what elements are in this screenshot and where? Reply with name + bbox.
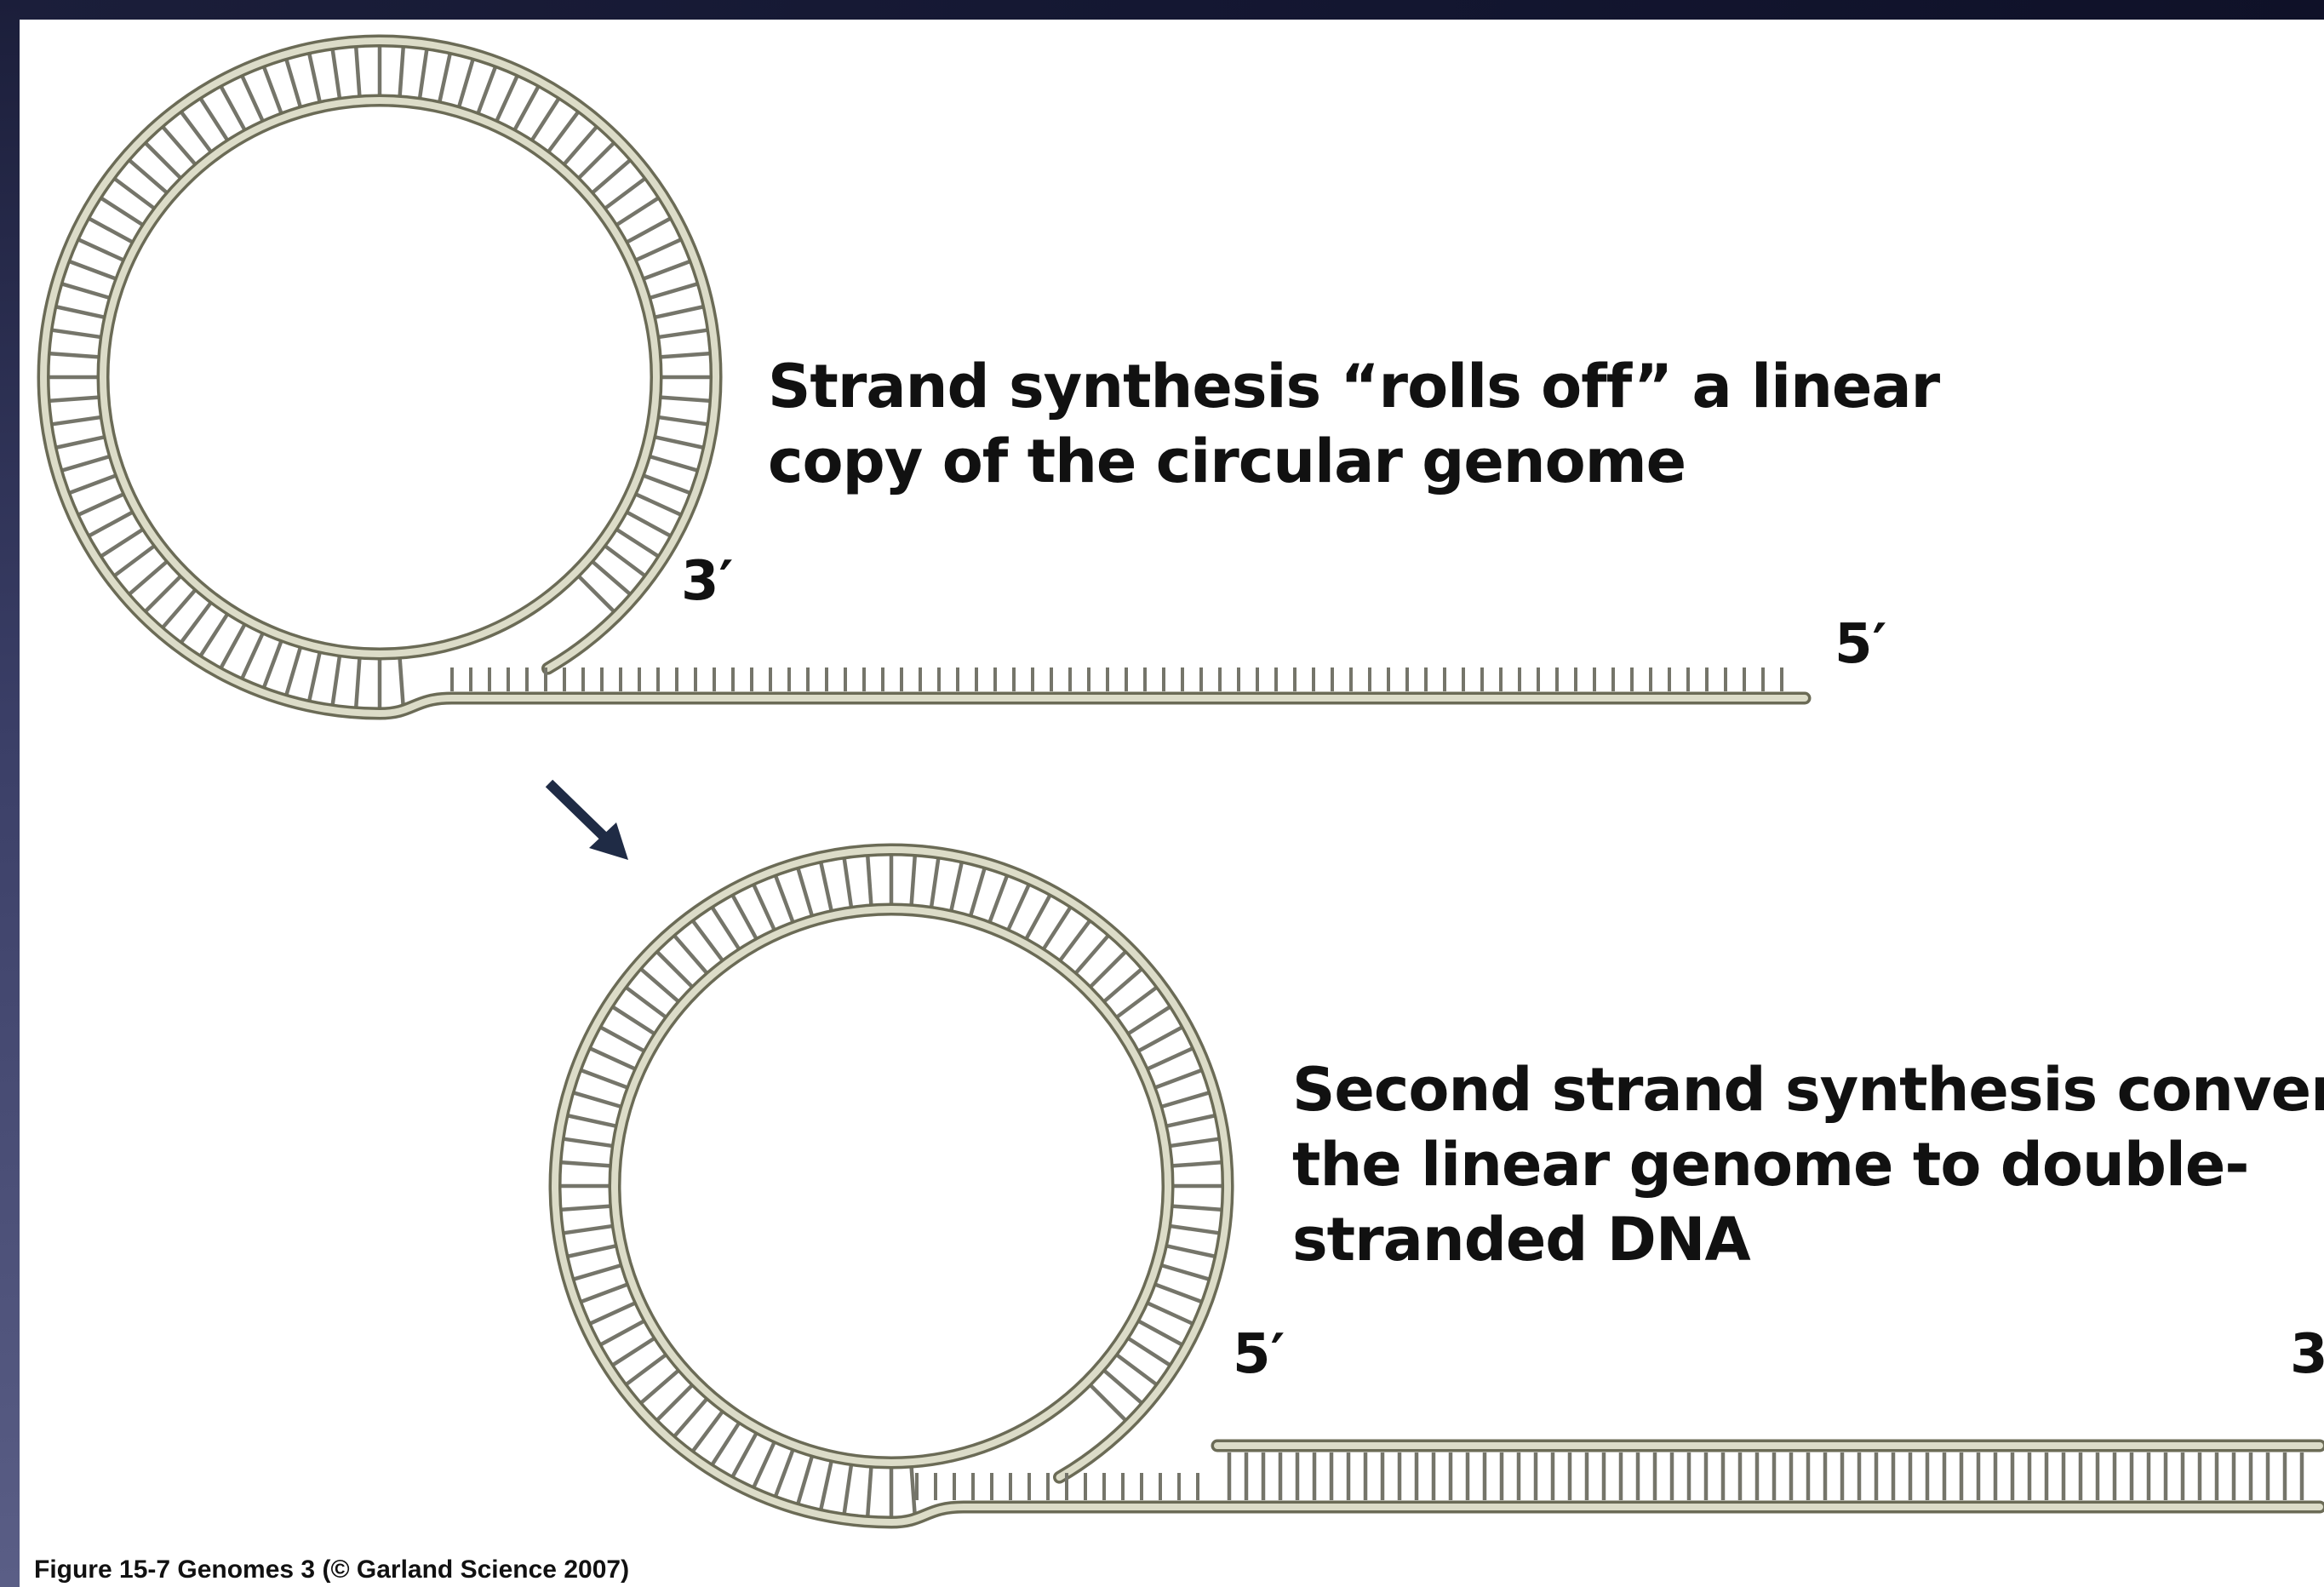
panel2-caption: Second strand synthesis converts the lin… [1292,1052,2324,1277]
panel2-caption-line1: Second strand synthesis converts [1292,1052,2324,1127]
panel1-five-prime-label: 5′ [1835,615,1886,674]
panel1-caption-line1: Strand synthesis “rolls off” a linear [768,349,1939,424]
panel1-three-prime-label: 3′ [681,552,733,611]
figure-caption: Figure 15-7 Genomes 3 (© Garland Science… [34,1555,629,1585]
process-arrow-icon [549,783,628,860]
linear-base-pairs [1229,1452,2302,1500]
ring-base-pairs [49,47,710,708]
panel2-three-prime-label: 3 [2290,1325,2324,1384]
panel2-caption-line2: the linear genome to double- [1292,1127,2324,1202]
panel1-caption-line2: copy of the circular genome [768,424,1939,499]
panel2-five-prime-label: 5′ [1233,1325,1285,1384]
single-strand-bases [452,667,1782,691]
ring-base-pairs [561,856,1222,1516]
panel1-caption: Strand synthesis “rolls off” a linear co… [768,349,1939,499]
panel2-caption-line3: stranded DNA [1292,1202,2324,1277]
